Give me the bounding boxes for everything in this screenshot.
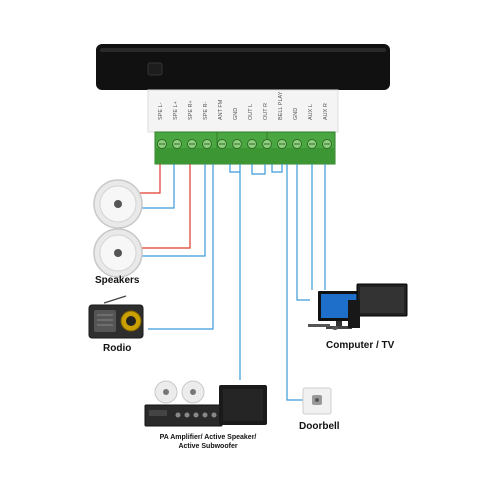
pin-label-4: SPE R- (203, 101, 209, 120)
device-body (96, 44, 390, 90)
pin-label-1: SPE L- (158, 102, 164, 120)
device-knob (147, 62, 163, 76)
pin-label-3: SPE R+ (188, 100, 194, 120)
radio-icon (88, 295, 144, 339)
pin-label-8: OUT R (263, 103, 269, 120)
desktop-computer-icon (308, 283, 408, 330)
wire-speaker1-blue (140, 164, 175, 209)
terminal-blocks (154, 131, 336, 165)
wire-computer-1 (296, 164, 310, 301)
wire-speaker2-red (140, 164, 191, 249)
ceiling-speaker-icon (93, 228, 143, 278)
speakers-caption: Speakers (95, 275, 140, 286)
wire-doorbell (286, 164, 304, 401)
pa-caption-line2: Active Subwoofer (178, 443, 238, 450)
wire-speaker2-blue (140, 164, 206, 257)
pin-label-10: GND (293, 108, 299, 120)
terminal-labels: SPE L- SPE L+ SPE R+ SPE R- ANT FM GND O… (158, 91, 329, 120)
wire-radio (148, 164, 214, 330)
terminal-screws (157, 139, 332, 149)
pa-amplifier-icon (144, 380, 267, 427)
pin-label-5: ANT FM (218, 99, 224, 120)
wires (140, 164, 326, 401)
audio-controller-device (96, 44, 390, 133)
device-top-highlight (100, 48, 386, 52)
terminal-block-base (155, 148, 335, 164)
pin-label-11: AUX L (308, 104, 314, 120)
radio-caption: Rodio (103, 343, 132, 354)
wire-pa-2 (229, 164, 240, 173)
wire-out-1 (251, 164, 266, 175)
computer-caption: Computer / TV (326, 340, 395, 351)
pin-label-12: AUX R (323, 103, 329, 120)
pin-label-6: GND (233, 108, 239, 120)
pin-label-7: OUT L (248, 104, 254, 120)
ceiling-speaker-icon (93, 179, 143, 229)
doorbell-button-icon (302, 387, 332, 415)
pin-label-9: BELL PLAY (278, 91, 284, 120)
wire-speaker1-red (140, 164, 161, 194)
doorbell-caption: Doorbell (299, 421, 340, 432)
pin-label-2: SPE L+ (173, 101, 179, 120)
pa-caption-line1: PA Amplifier/ Active Speaker/ (159, 434, 257, 441)
pa-amplifier-caption: PA Amplifier/ Active Speaker/ Active Sub… (158, 433, 258, 451)
wire-out-2 (271, 164, 283, 173)
terminal-label-panel (147, 89, 339, 133)
